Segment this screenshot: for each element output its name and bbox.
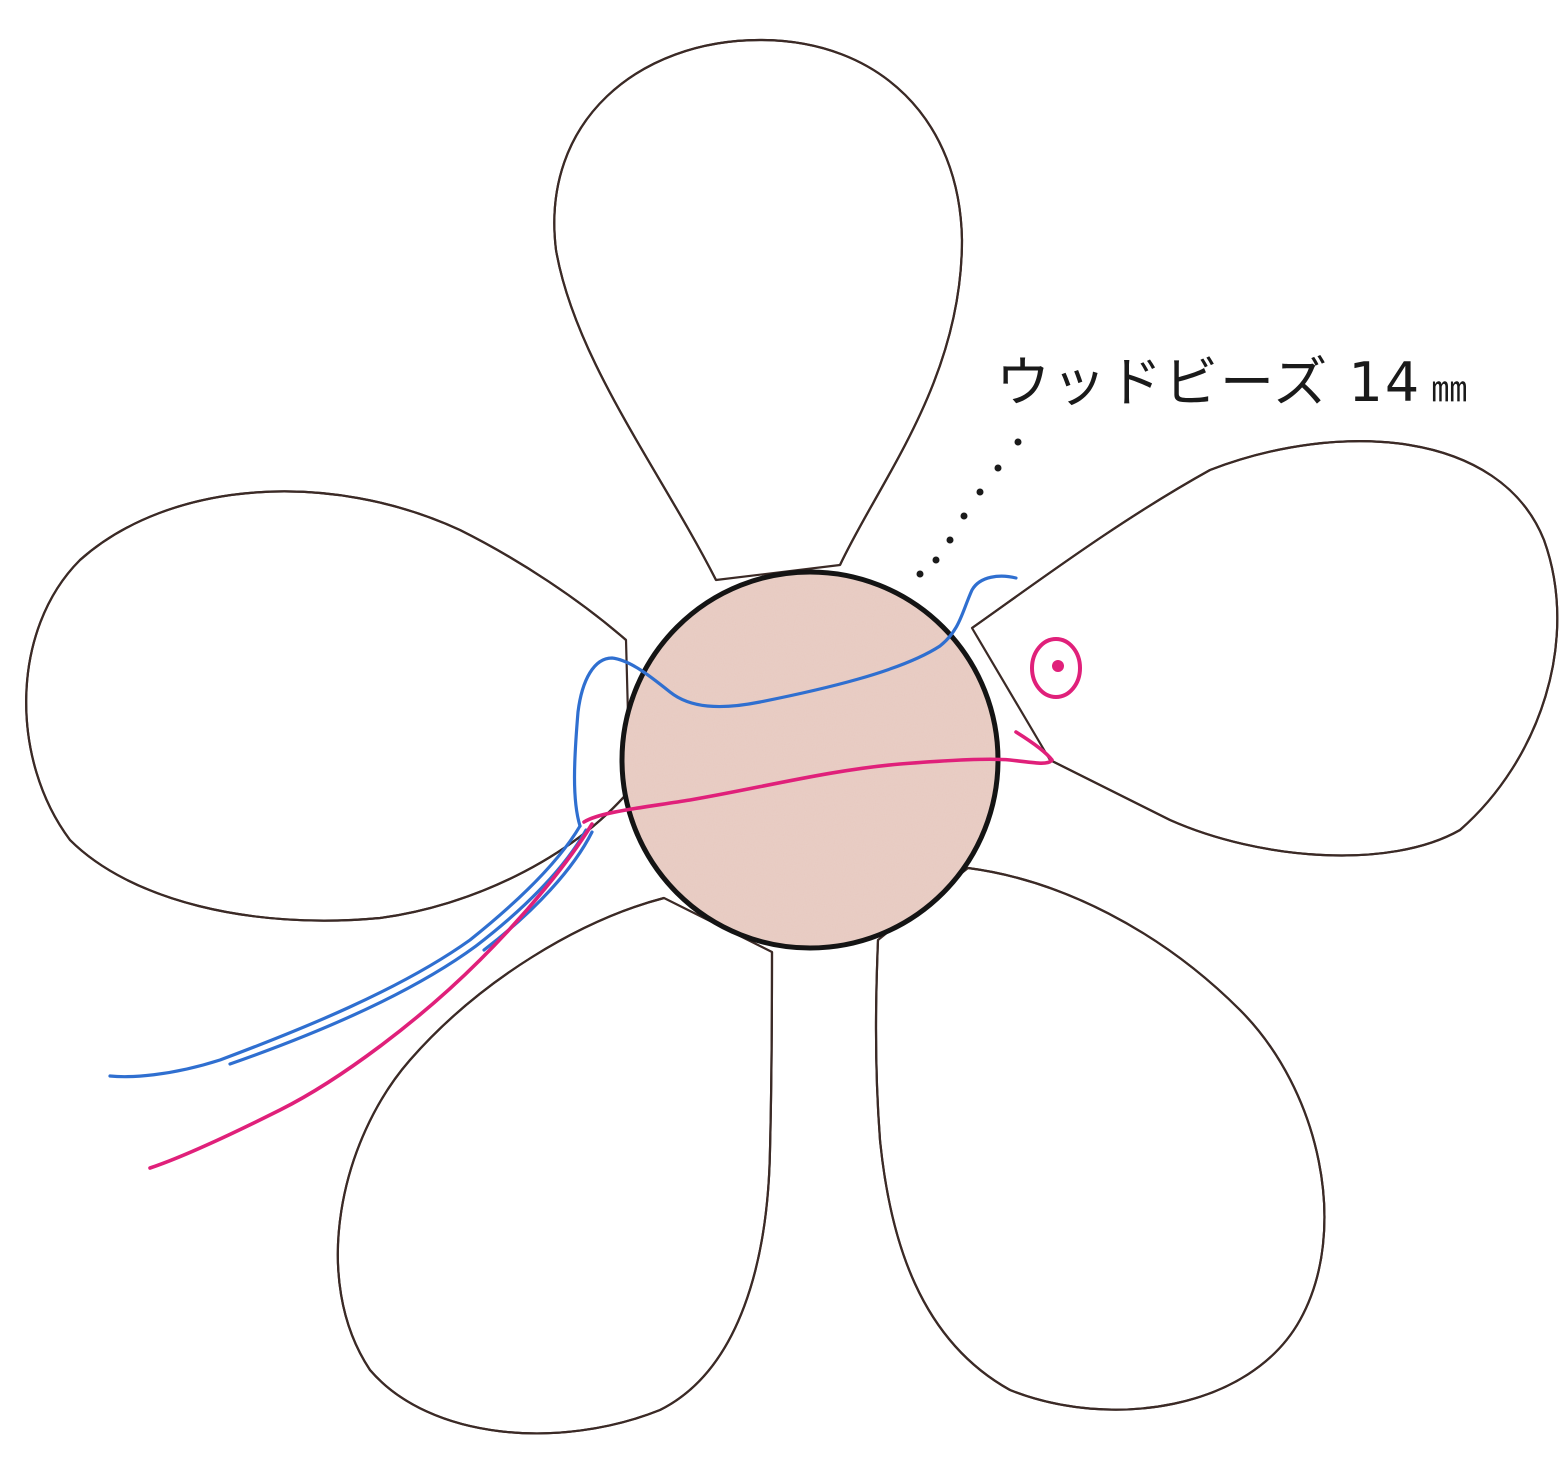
petal-bottom-left	[338, 898, 772, 1433]
wood-bead-label-text: ウッドビーズ 14	[996, 351, 1421, 414]
petal-right	[972, 441, 1557, 855]
petal-bottom-right	[876, 868, 1324, 1410]
size-unit: ㎜	[1431, 369, 1469, 410]
annotation-leader	[917, 439, 1022, 578]
petal-top	[554, 40, 962, 580]
petal-left	[26, 491, 630, 920]
